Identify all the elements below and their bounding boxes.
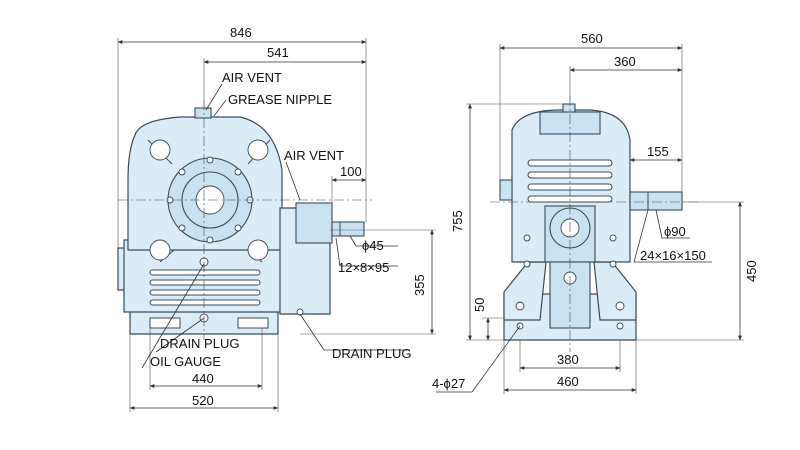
front-view-dimensions bbox=[436, 44, 744, 394]
dim-key-left: 12×8×95 bbox=[338, 260, 389, 275]
dim-520: 520 bbox=[192, 393, 214, 408]
label-air-vent-side: AIR VENT bbox=[284, 148, 344, 163]
dim-355: 355 bbox=[412, 274, 427, 296]
dim-846: 846 bbox=[230, 25, 252, 40]
label-drain-plug-right: DRAIN PLUG bbox=[332, 346, 411, 361]
label-drain-plug-left: DRAIN PLUG bbox=[160, 336, 239, 351]
label-oil-gauge: OIL GAUGE bbox=[150, 354, 221, 369]
dim-key-right: 24×16×150 bbox=[640, 248, 706, 263]
front-view bbox=[490, 96, 700, 352]
label-air-vent-top: AIR VENT bbox=[222, 70, 282, 85]
side-view-dimensions bbox=[117, 38, 436, 412]
dim-50: 50 bbox=[472, 298, 487, 312]
dim-100: 100 bbox=[340, 164, 362, 179]
side-view bbox=[117, 100, 372, 340]
dim-shaft-dia-left: ϕ45 bbox=[362, 238, 384, 253]
label-grease-nipple: GREASE NIPPLE bbox=[228, 92, 332, 107]
dim-shaft-dia-right: ϕ90 bbox=[664, 224, 686, 239]
dim-560: 560 bbox=[581, 31, 603, 46]
dim-bolt-holes: 4-ϕ27 bbox=[432, 376, 465, 391]
dim-450: 450 bbox=[744, 260, 759, 282]
dim-360: 360 bbox=[614, 54, 636, 69]
dim-541: 541 bbox=[267, 45, 289, 60]
dim-460: 460 bbox=[557, 374, 579, 389]
dim-155: 155 bbox=[647, 144, 669, 159]
dim-440: 440 bbox=[192, 371, 214, 386]
dim-755: 755 bbox=[450, 210, 465, 232]
dim-380: 380 bbox=[557, 352, 579, 367]
